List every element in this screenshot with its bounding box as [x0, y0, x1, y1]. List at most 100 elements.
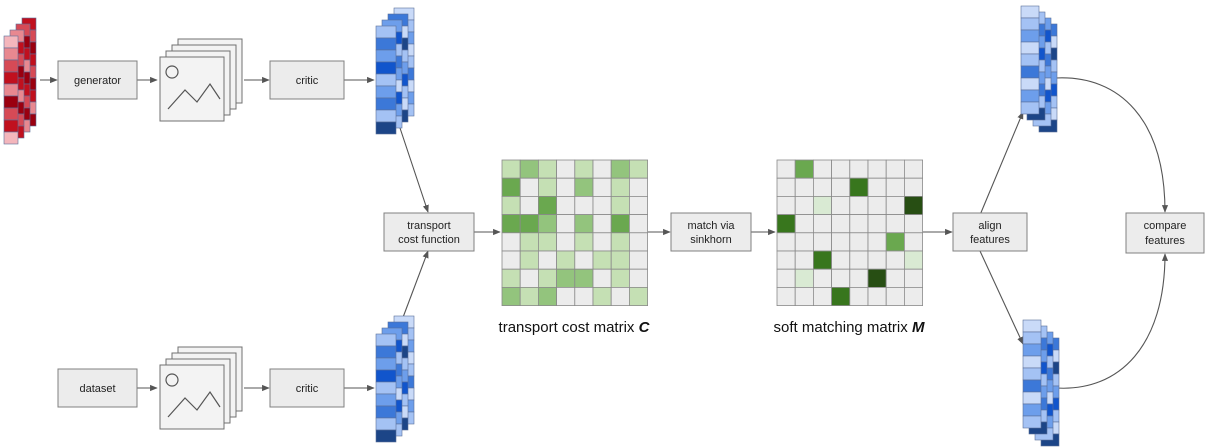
- cost-matrix-cell: [501, 250, 521, 270]
- match-matrix-cell: [794, 268, 814, 288]
- transport-cost-function-label-1: transport: [407, 220, 450, 232]
- match-matrix-cell: [831, 214, 851, 234]
- cost-matrix-cell: [538, 159, 558, 179]
- match-matrix-cell: [794, 286, 814, 306]
- match-matrix-cell: [794, 195, 814, 215]
- feature-strip: [1020, 5, 1040, 115]
- match-matrix-cell: [794, 250, 814, 270]
- critic-top-label: critic: [296, 75, 319, 87]
- strip-cell: [1020, 53, 1040, 67]
- cost-matrix-cell: [629, 177, 649, 197]
- match-matrix-symbol: M: [912, 319, 925, 336]
- cost-matrix-cell: [556, 250, 576, 270]
- feature-strip: [375, 25, 397, 135]
- match-matrix-cell: [904, 159, 924, 179]
- strip-cell: [3, 119, 19, 133]
- feature-strip: [375, 333, 397, 443]
- match-matrix-cell: [831, 286, 851, 306]
- critic-bottom-label: critic: [296, 383, 319, 395]
- cost-matrix-cell: [501, 214, 521, 234]
- match-matrix-cell: [904, 232, 924, 252]
- strip-cell: [375, 429, 397, 443]
- match-matrix-cell: [794, 159, 814, 179]
- cost-matrix-cell: [629, 250, 649, 270]
- match-matrix-cell: [813, 177, 833, 197]
- match-matrix-cell: [904, 214, 924, 234]
- match-matrix-cell: [813, 232, 833, 252]
- edge-align-to-features-bottom: [979, 250, 1024, 345]
- cost-matrix-cell: [610, 214, 630, 234]
- cost-matrix-cell: [592, 286, 612, 306]
- image-stack-icon: [159, 346, 243, 430]
- match-matrix-cell: [813, 159, 833, 179]
- strip-cell: [375, 357, 397, 371]
- cost-matrix-cell: [610, 195, 630, 215]
- cost-matrix-cell: [519, 195, 539, 215]
- match-matrix-cell: [867, 286, 887, 306]
- match-matrix-cell: [831, 250, 851, 270]
- cost-matrix-cell: [519, 214, 539, 234]
- cost-matrix-cell: [592, 177, 612, 197]
- strip-cell: [1022, 355, 1042, 369]
- edge-align-to-features-top: [979, 111, 1024, 216]
- cost-matrix-cell: [519, 268, 539, 288]
- strip-cell: [375, 37, 397, 51]
- transport-cost-function-label-2: cost function: [398, 234, 460, 246]
- strip-cell: [3, 83, 19, 97]
- strip-cell: [3, 47, 19, 61]
- strip-cell: [1022, 319, 1042, 333]
- strip-cell: [1022, 379, 1042, 393]
- feature-stack-icon: [1020, 5, 1058, 133]
- dataset-label: dataset: [79, 383, 115, 395]
- match-matrix-cell: [776, 286, 796, 306]
- match-matrix-cell: [885, 159, 905, 179]
- match-matrix-cell: [813, 286, 833, 306]
- strip-cell: [1022, 415, 1042, 429]
- strip-cell: [3, 71, 19, 85]
- match-matrix-cell: [885, 214, 905, 234]
- strip-cell: [3, 95, 19, 109]
- match-matrix-caption-text: soft matching matrix: [774, 319, 909, 336]
- strip-cell: [375, 25, 397, 39]
- dataset-box: dataset: [57, 368, 138, 408]
- cost-matrix-cell: [610, 268, 630, 288]
- cost-matrix-cell: [538, 250, 558, 270]
- cost-matrix-cell: [556, 159, 576, 179]
- cost-matrix-cell: [538, 177, 558, 197]
- match-matrix-cell: [794, 177, 814, 197]
- cost-matrix-cell: [538, 232, 558, 252]
- cost-matrix-cell: [538, 268, 558, 288]
- match-matrix-cell: [776, 159, 796, 179]
- cost-matrix-cell: [629, 214, 649, 234]
- strip-cell: [375, 393, 397, 407]
- compare-features-label-1: compare: [1144, 220, 1187, 232]
- match-matrix-cell: [885, 232, 905, 252]
- match-matrix-cell: [813, 268, 833, 288]
- cost-matrix-cell: [556, 232, 576, 252]
- match-matrix-cell: [885, 195, 905, 215]
- strip-cell: [1020, 41, 1040, 55]
- strip-cell: [1020, 29, 1040, 43]
- cost-matrix-cell: [629, 195, 649, 215]
- match-matrix-cell: [831, 195, 851, 215]
- match-matrix-cell: [904, 195, 924, 215]
- cost-matrix-cell: [519, 250, 539, 270]
- noise-stack-icon: [3, 17, 37, 145]
- cost-matrix-cell: [519, 232, 539, 252]
- strip-cell: [3, 131, 19, 145]
- match-via-sinkhorn-label-1: match via: [687, 220, 735, 232]
- match-matrix-cell: [776, 250, 796, 270]
- match-matrix-cell: [867, 214, 887, 234]
- generator-box: generator: [57, 60, 138, 100]
- compare-features-label-2: features: [1145, 235, 1185, 247]
- edge-features-bottom-to-transport: [401, 250, 429, 321]
- cost-matrix-cell: [519, 286, 539, 306]
- cost-matrix-cell: [501, 159, 521, 179]
- cost-matrix-cell: [538, 286, 558, 306]
- cost-matrix-cell: [556, 177, 576, 197]
- strip-cell: [1022, 331, 1042, 345]
- cost-matrix-cell: [629, 232, 649, 252]
- strip-cell: [375, 85, 397, 99]
- strip-cell: [375, 61, 397, 75]
